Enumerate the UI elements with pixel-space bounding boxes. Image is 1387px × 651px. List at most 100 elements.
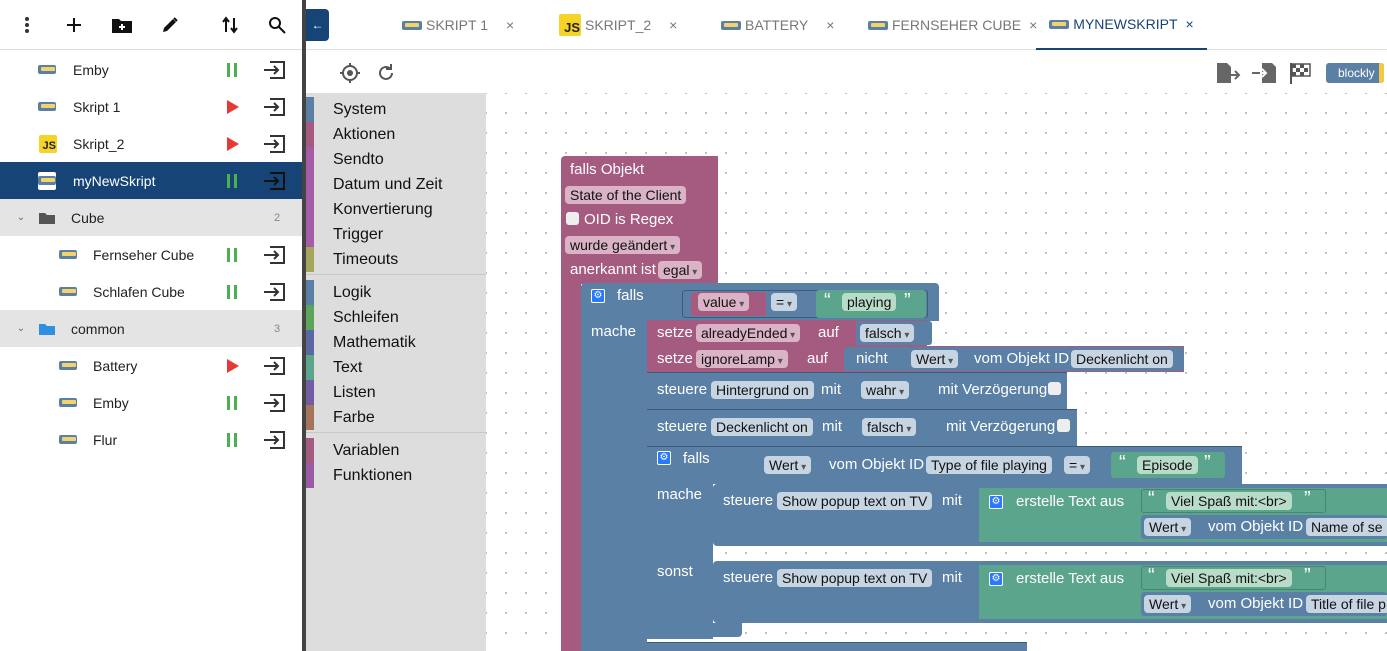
category-text[interactable]: Text: [306, 355, 486, 380]
export-icon[interactable]: [262, 356, 286, 375]
export-icon[interactable]: [262, 60, 286, 79]
category-timeouts[interactable]: Timeouts: [306, 247, 486, 272]
export-icon[interactable]: [262, 245, 286, 264]
category-sendto[interactable]: Sendto: [306, 147, 486, 172]
pause-icon[interactable]: [227, 173, 241, 188]
gear-icon[interactable]: ⚙: [591, 289, 605, 303]
chevron-down-icon[interactable]: ⌄: [16, 323, 26, 334]
script-item-skript2[interactable]: JS Skript_2: [0, 125, 302, 162]
script-item-battery[interactable]: Battery: [0, 347, 302, 384]
script-item-emby[interactable]: Emby: [0, 51, 302, 88]
value-dropdown[interactable]: Wert: [1144, 518, 1192, 536]
object-id-field[interactable]: Hintergrund on: [711, 381, 814, 399]
add-icon[interactable]: [61, 12, 87, 38]
refresh-icon[interactable]: [376, 63, 396, 83]
category-mathematik[interactable]: Mathematik: [306, 330, 486, 355]
edit-icon[interactable]: [157, 12, 183, 38]
export-icon[interactable]: [262, 171, 286, 190]
category-system[interactable]: System: [306, 97, 486, 122]
bool-dropdown[interactable]: wahr: [861, 381, 910, 399]
close-icon[interactable]: ×: [826, 17, 835, 33]
script-item-mynewskript[interactable]: myNewSkript: [0, 162, 302, 199]
category-logik[interactable]: Logik: [306, 280, 486, 305]
value-dropdown[interactable]: Wert: [911, 350, 959, 368]
category-aktionen[interactable]: Aktionen: [306, 122, 486, 147]
operator-dropdown[interactable]: =: [1064, 456, 1090, 474]
delay-checkbox[interactable]: [1048, 382, 1061, 395]
export-icon[interactable]: [262, 134, 286, 153]
blockly-badge[interactable]: blockly: [1326, 63, 1384, 83]
text-value[interactable]: Viel Spaß mit:<br>: [1166, 569, 1292, 587]
script-item-schlafen-cube[interactable]: Schlafen Cube: [0, 273, 302, 310]
value-dropdown[interactable]: Wert: [1144, 595, 1192, 613]
pause-icon[interactable]: [227, 432, 241, 447]
locate-icon[interactable]: [339, 62, 361, 84]
category-farbe[interactable]: Farbe: [306, 405, 486, 430]
export-icon[interactable]: [262, 282, 286, 301]
close-icon[interactable]: ×: [1185, 16, 1194, 32]
object-id-field[interactable]: Show popup text on TV: [777, 492, 933, 510]
gear-icon[interactable]: ⚙: [657, 451, 671, 465]
script-item-flur[interactable]: Flur: [0, 421, 302, 458]
bool-dropdown[interactable]: falsch: [860, 324, 915, 342]
text-value[interactable]: Viel Spaß mit:<br>: [1166, 492, 1292, 510]
play-icon[interactable]: [227, 136, 239, 151]
pause-icon[interactable]: [227, 284, 241, 299]
close-icon[interactable]: ×: [1029, 17, 1038, 33]
script-item-emby-common[interactable]: Emby: [0, 384, 302, 421]
value-dropdown[interactable]: Wert: [764, 456, 812, 474]
collapse-sidebar-button[interactable]: ←: [306, 9, 329, 41]
blockly-workspace[interactable]: falls Objekt State of the Client OID is …: [486, 93, 1387, 651]
regex-checkbox[interactable]: [566, 212, 579, 225]
category-schleifen[interactable]: Schleifen: [306, 305, 486, 330]
folder-common[interactable]: ⌄ common 3: [0, 310, 302, 347]
tab-skript1[interactable]: SKRIPT 1×: [402, 0, 514, 50]
object-id-field[interactable]: Name of se: [1306, 518, 1387, 536]
export-icon[interactable]: [262, 97, 286, 116]
text-value[interactable]: playing: [842, 293, 897, 311]
play-icon[interactable]: [227, 99, 239, 114]
export-blocks-icon[interactable]: [1215, 61, 1241, 85]
sort-icon[interactable]: [217, 12, 243, 38]
pause-icon[interactable]: [227, 62, 241, 77]
category-funktionen[interactable]: Funktionen: [306, 463, 486, 488]
chevron-down-icon[interactable]: ⌄: [16, 212, 26, 223]
close-icon[interactable]: ×: [506, 17, 515, 33]
object-id-field[interactable]: Deckenlicht on: [711, 418, 813, 436]
import-blocks-icon[interactable]: [1252, 61, 1278, 85]
gear-icon[interactable]: ⚙: [989, 572, 1003, 586]
category-listen[interactable]: Listen: [306, 380, 486, 405]
set-var-dropdown[interactable]: alreadyEnded: [696, 324, 801, 342]
var-dropdown[interactable]: value: [698, 293, 750, 311]
set-var-dropdown[interactable]: ignoreLamp: [696, 350, 788, 368]
object-id-field[interactable]: Type of file playing: [926, 456, 1052, 474]
play-icon[interactable]: [227, 358, 239, 373]
add-folder-icon[interactable]: [109, 12, 135, 38]
tab-battery[interactable]: BATTERY×: [721, 0, 834, 50]
export-icon[interactable]: [262, 430, 286, 449]
object-id-field[interactable]: Title of file p: [1306, 595, 1387, 613]
bool-dropdown[interactable]: falsch: [862, 418, 917, 436]
pause-icon[interactable]: [227, 395, 241, 410]
tab-fernseher-cube[interactable]: FERNSEHER CUBE×: [868, 0, 1037, 50]
tab-mynewskript[interactable]: MYNEWSKRIPT×: [1036, 0, 1207, 50]
delay-checkbox[interactable]: [1057, 419, 1070, 432]
object-id-field[interactable]: Show popup text on TV: [777, 569, 933, 587]
category-datum[interactable]: Datum und Zeit: [306, 172, 486, 197]
trigger-object-field[interactable]: State of the Client: [565, 186, 687, 204]
ack-dropdown[interactable]: egal: [658, 261, 703, 279]
close-icon[interactable]: ×: [669, 17, 678, 33]
export-icon[interactable]: [262, 393, 286, 412]
gear-icon[interactable]: ⚙: [989, 495, 1003, 509]
folder-cube[interactable]: ⌄ Cube 2: [0, 199, 302, 236]
object-id-field[interactable]: Deckenlicht on: [1071, 350, 1173, 368]
text-value[interactable]: Episode: [1137, 456, 1198, 474]
category-trigger[interactable]: Trigger: [306, 222, 486, 247]
search-icon[interactable]: [264, 12, 290, 38]
sidebar-resizer[interactable]: [302, 0, 306, 651]
checkered-flag-icon[interactable]: [1288, 61, 1312, 85]
script-item-skript1[interactable]: Skript 1: [0, 88, 302, 125]
category-variablen[interactable]: Variablen: [306, 438, 486, 463]
operator-dropdown[interactable]: =: [771, 293, 797, 311]
